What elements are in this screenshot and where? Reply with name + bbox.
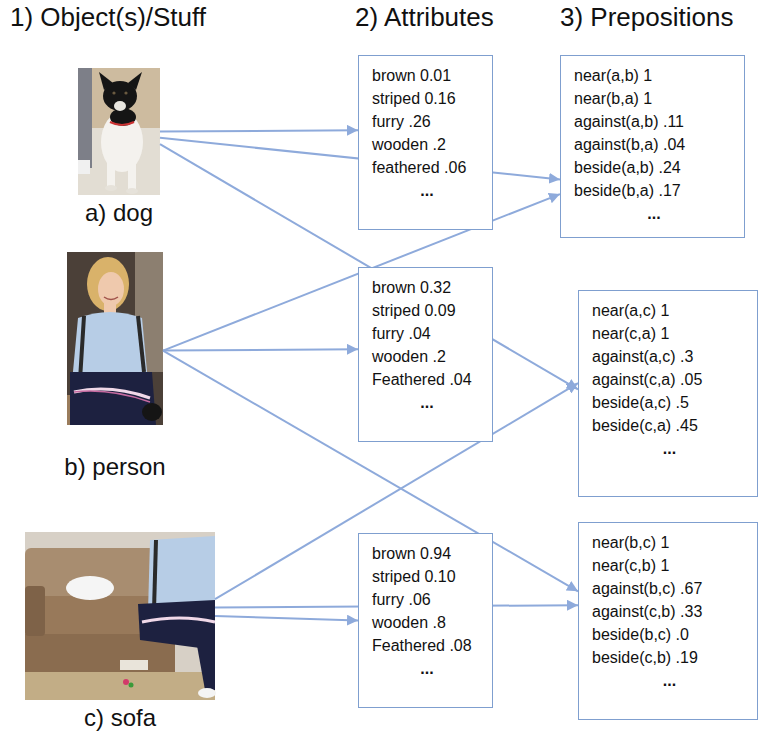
preposition-score: near(c,a) 1	[592, 322, 747, 345]
preposition-score: ...	[574, 202, 734, 225]
attribute-box: brown 0.01striped 0.16furry .26wooden .2…	[358, 55, 493, 230]
attribute-score: furry .26	[372, 110, 482, 133]
attribute-score: Feathered .04	[372, 368, 482, 391]
preposition-score: against(a,b) .11	[574, 110, 734, 133]
dog-photo	[78, 68, 160, 195]
preposition-box: near(b,c) 1near(c,b) 1against(b,c) .67ag…	[578, 522, 758, 720]
object-label: b) person	[64, 453, 165, 481]
object-label: a) dog	[85, 199, 153, 227]
preposition-score: beside(c,a) .45	[592, 414, 747, 437]
preposition-score: beside(a,b) .24	[574, 156, 734, 179]
preposition-box: near(a,b) 1near(b,a) 1against(a,b) .11ag…	[560, 55, 745, 238]
object-label: c) sofa	[84, 704, 156, 732]
attribute-box: brown 0.94striped 0.10furry .06wooden .8…	[358, 533, 493, 708]
attribute-score: striped 0.16	[372, 87, 482, 110]
object-photo: a) dog	[78, 68, 160, 195]
attribute-score: furry .06	[372, 588, 482, 611]
relation-arrow	[160, 130, 358, 131]
attribute-score: wooden .2	[372, 133, 482, 156]
attribute-score: wooden .2	[372, 345, 482, 368]
sofa-photo	[25, 532, 216, 700]
object-photo: b) person	[67, 252, 163, 425]
preposition-score: beside(a,c) .5	[592, 391, 747, 414]
preposition-score: beside(b,c) .0	[592, 623, 747, 646]
relation-arrow	[215, 616, 358, 621]
attribute-score: striped 0.10	[372, 565, 482, 588]
preposition-score: ...	[592, 669, 747, 692]
preposition-score: beside(b,a) .17	[574, 179, 734, 202]
column-heading: 3) Prepositions	[560, 2, 733, 32]
preposition-score: near(a,b) 1	[574, 64, 734, 87]
attribute-score: feathered .06	[372, 156, 482, 179]
attribute-score: ...	[372, 391, 482, 414]
preposition-score: near(b,a) 1	[574, 87, 734, 110]
preposition-score: against(a,c) .3	[592, 345, 747, 368]
attribute-score: Feathered .08	[372, 634, 482, 657]
attribute-score: ...	[372, 657, 482, 680]
preposition-score: near(b,c) 1	[592, 531, 747, 554]
preposition-score: against(c,a) .05	[592, 368, 747, 391]
attribute-score: brown 0.32	[372, 276, 482, 299]
preposition-score: near(a,c) 1	[592, 299, 747, 322]
attribute-box: brown 0.32striped 0.09furry .04wooden .2…	[358, 267, 493, 442]
relation-arrow	[163, 349, 358, 350]
attribute-score: striped 0.09	[372, 299, 482, 322]
attribute-score: wooden .8	[372, 611, 482, 634]
column-heading: 2) Attributes	[355, 2, 494, 32]
attribute-score: furry .04	[372, 322, 482, 345]
person-photo	[67, 252, 163, 425]
preposition-box: near(a,c) 1near(c,a) 1against(a,c) .3aga…	[578, 290, 758, 497]
column-heading: 1) Object(s)/Stuff	[10, 2, 206, 32]
preposition-score: near(c,b) 1	[592, 554, 747, 577]
object-photo: c) sofa	[25, 532, 215, 700]
preposition-score: against(b,a) .04	[574, 133, 734, 156]
attribute-score: brown 0.01	[372, 64, 482, 87]
preposition-score: ...	[592, 437, 747, 460]
preposition-score: beside(c,b) .19	[592, 646, 747, 669]
preposition-score: against(b,c) .67	[592, 577, 747, 600]
attribute-score: brown 0.94	[372, 542, 482, 565]
preposition-score: against(c,b) .33	[592, 600, 747, 623]
attribute-score: ...	[372, 179, 482, 202]
